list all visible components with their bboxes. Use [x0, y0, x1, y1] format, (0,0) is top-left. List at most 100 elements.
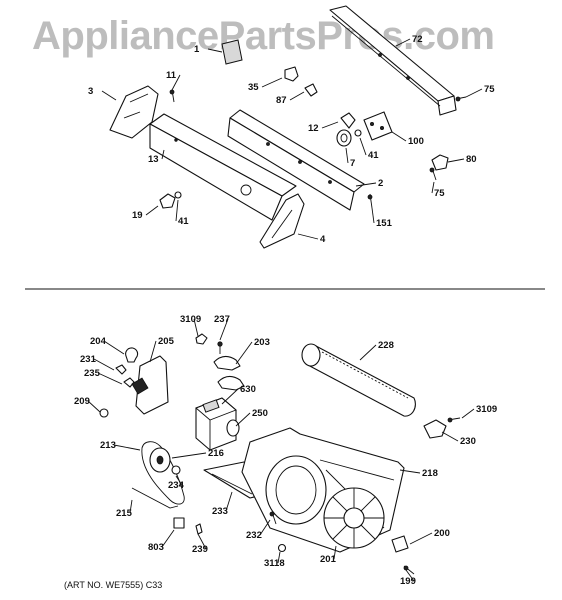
part-41-spacer-lower[interactable]: [174, 191, 182, 199]
part-200-sensor[interactable]: [391, 535, 409, 553]
lower-callout-203: 203: [235, 337, 270, 365]
leader-line: [225, 491, 233, 512]
upper-callout-1: 1: [194, 44, 223, 55]
part-41-spacer[interactable]: [354, 129, 362, 137]
callout-number: 3109: [180, 314, 201, 325]
leader-line: [103, 340, 125, 355]
part-203-clamp-lower[interactable]: [217, 375, 245, 391]
part-3109-screw-top[interactable]: [195, 333, 208, 345]
leader-line: [171, 452, 207, 459]
part-228-duct[interactable]: [301, 343, 416, 417]
part-80-receptacle[interactable]: [431, 154, 449, 171]
callout-number: 2: [378, 178, 383, 189]
callout-number: 200: [434, 528, 450, 539]
part-100-switch[interactable]: [363, 111, 393, 141]
callout-number: 7: [350, 158, 355, 169]
part-237-screw[interactable]: [217, 341, 223, 354]
callout-number: 201: [320, 554, 337, 565]
part-3118-screw[interactable]: [277, 543, 287, 553]
callout-number: 100: [408, 136, 424, 147]
part-230-thermostat[interactable]: [423, 419, 447, 439]
part-12-knob[interactable]: [340, 112, 356, 129]
upper-callout-80: 80: [447, 154, 477, 165]
part-4-end-cap[interactable]: [259, 193, 305, 249]
part-234-pulley[interactable]: [171, 465, 181, 475]
part-87-clip[interactable]: [304, 83, 318, 97]
part-231-clip[interactable]: [115, 364, 127, 375]
leader-line: [321, 121, 339, 129]
leader-line: [207, 48, 223, 53]
callout-number: 204: [90, 336, 107, 347]
part-35-clip[interactable]: [284, 66, 299, 82]
leader-line: [129, 499, 133, 514]
callout-number: 151: [376, 218, 393, 229]
part-199-screw[interactable]: [403, 565, 415, 575]
leader-line: [333, 545, 337, 560]
part-201-blower-wheel[interactable]: [323, 487, 385, 549]
part-203-clamp-upper[interactable]: [213, 355, 241, 371]
leader-line: [161, 149, 165, 160]
part-232-screw[interactable]: [269, 511, 277, 525]
part-2-panel-support[interactable]: [227, 109, 365, 211]
upper-callout-75: 75: [465, 84, 495, 98]
leader-line: [297, 233, 319, 240]
part-213-belt[interactable]: [141, 441, 185, 505]
leader-line: [441, 431, 459, 442]
callout-number: 203: [254, 337, 270, 348]
leader-line: [235, 341, 253, 365]
part-13-control-panel[interactable]: [149, 113, 297, 221]
lower-callout-216: 216: [171, 448, 224, 459]
part-235-fastener[interactable]: [123, 377, 135, 388]
lower-callout-239: 239: [192, 533, 208, 555]
leader-line: [261, 77, 283, 88]
upper-callout-12: 12: [308, 121, 339, 134]
callout-number: 12: [308, 123, 319, 134]
callout-number: 250: [252, 408, 268, 419]
callout-number: 75: [434, 188, 445, 199]
part-205-bracket[interactable]: [131, 355, 169, 415]
part-216-idler[interactable]: [149, 447, 171, 473]
leader-line: [391, 131, 407, 142]
watermark: AppliancePartsPros.com: [32, 14, 495, 58]
lower-callout-199: 199: [400, 569, 416, 587]
lower-callout-3109: 3109: [180, 314, 201, 337]
leader-line: [149, 340, 157, 363]
part-11-screw[interactable]: [169, 89, 175, 103]
lower-callout-630: 630: [221, 384, 256, 405]
part-209-bearing[interactable]: [99, 408, 109, 418]
upper-callout-35: 35: [248, 77, 283, 93]
leader-line: [161, 529, 175, 548]
lower-callout-231: 231: [80, 354, 115, 371]
part-204-clip[interactable]: [125, 347, 139, 363]
leader-line: [431, 181, 435, 194]
upper-callout-41: 41: [359, 137, 379, 161]
part-75-screw-lower[interactable]: [429, 167, 437, 181]
part-630-capacitor[interactable]: [202, 399, 220, 413]
leader-line: [87, 400, 101, 413]
lower-callout-209: 209: [74, 396, 101, 413]
callout-number: 41: [178, 216, 189, 227]
upper-callout-72: 72: [395, 34, 423, 47]
part-1-label-card[interactable]: [221, 39, 243, 65]
upper-callout-3: 3: [88, 86, 117, 101]
lower-callout-237: 237: [214, 314, 230, 341]
leader-line: [277, 551, 281, 564]
callout-number: 80: [466, 154, 477, 165]
lower-callout-250: 250: [235, 408, 268, 427]
upper-callout-19: 19: [132, 205, 159, 221]
part-215-rod[interactable]: [131, 487, 179, 509]
part-3109-screw-right[interactable]: [447, 417, 461, 423]
lower-callout-233: 233: [212, 491, 233, 517]
callout-number: 234: [168, 480, 185, 491]
part-19-knob[interactable]: [159, 193, 176, 209]
part-72-rear-panel[interactable]: [329, 5, 457, 116]
part-803-connector[interactable]: [173, 517, 185, 529]
part-75-screw[interactable]: [455, 96, 467, 102]
upper-callout-75: 75: [431, 181, 445, 199]
lower-callout-215: 215: [116, 499, 133, 519]
callout-number: 3109: [476, 404, 497, 415]
part-7-knob[interactable]: [336, 129, 352, 147]
part-239-clip[interactable]: [195, 523, 203, 535]
part-151-screw[interactable]: [367, 193, 373, 209]
